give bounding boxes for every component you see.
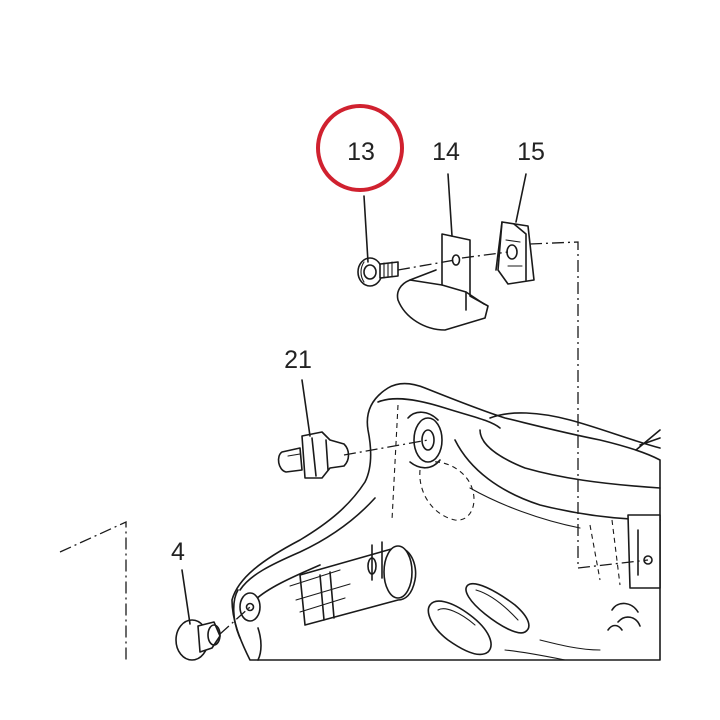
callout-4: 4 [171,538,185,566]
part-13-screw [357,257,399,287]
part-4-push-plug [175,619,221,661]
leader-14 [447,173,453,237]
leader-4 [181,569,191,625]
part-21-pin [277,431,350,479]
callout-13: 13 [347,138,375,166]
main-frame [231,382,661,661]
callout-21: 21 [284,346,312,374]
leader-15 [515,173,527,223]
callout-leaders [181,173,527,625]
highlight-ring [316,104,404,192]
callout-15: 15 [517,138,545,166]
part-14-bracket [396,233,489,331]
leader-21 [301,379,311,437]
assembly-lines [59,241,649,660]
callout-14: 14 [432,138,460,166]
part-15-clip-nut [495,221,535,285]
leader-13 [363,195,369,263]
